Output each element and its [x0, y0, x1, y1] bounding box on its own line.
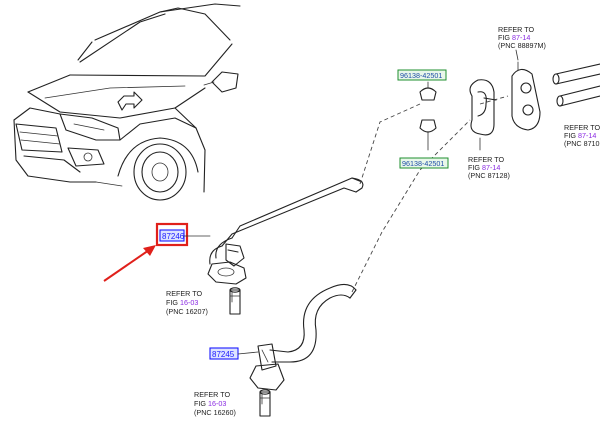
grommet [469, 79, 497, 151]
hose-87246 [207, 177, 364, 285]
svg-text:REFER TO: REFER TO [564, 123, 600, 132]
svg-text:REFER TO: REFER TO [498, 25, 534, 34]
highlight-box [155, 222, 189, 247]
ref-grommet[interactable]: REFER TO FIG 87-14 (PNC 87128) [468, 155, 510, 180]
svg-text:FIG 16-03: FIG 16-03 [194, 399, 226, 408]
callout-87245[interactable]: 87245 [209, 347, 259, 360]
leader-lines [351, 95, 509, 293]
lower-port [259, 389, 271, 417]
svg-text:(PNC 87128): (PNC 87128) [468, 171, 510, 180]
upper-left-port [229, 287, 241, 315]
red-arrow-icon [103, 245, 156, 282]
ref-lower-port[interactable]: REFER TO FIG 16-03 (PNC 16260) [194, 390, 236, 417]
svg-text:REFER TO: REFER TO [468, 155, 504, 164]
svg-text:(PNC 16207): (PNC 16207) [166, 307, 208, 316]
ref-top-right-valve[interactable]: REFER TO FIG 87-14 (PNC 88897M) [498, 25, 546, 50]
pnc-box-87245 [209, 347, 239, 360]
callout-87246[interactable]: 87246 [155, 222, 211, 247]
svg-text:FIG 16-03: FIG 16-03 [166, 298, 198, 307]
valve-block [511, 61, 541, 131]
svg-text:FIG 87-14: FIG 87-14 [564, 131, 596, 140]
svg-text:(PNC 16260): (PNC 16260) [194, 408, 236, 417]
pnc-label-87246: 87246 [162, 232, 185, 241]
svg-text:FIG 87-14: FIG 87-14 [498, 33, 530, 42]
clip [419, 81, 437, 151]
svg-text:96138-42501: 96138-42501 [400, 71, 442, 80]
vehicle-illustration [13, 3, 241, 201]
far-right-pipes [552, 63, 600, 107]
pnc-label-87245: 87245 [212, 350, 235, 359]
clip-callout-upper[interactable]: 96138-42501 [397, 69, 447, 81]
svg-text:REFER TO: REFER TO [194, 390, 230, 399]
clip-callout-lower[interactable]: 96138-42501 [399, 157, 449, 169]
svg-text:(PNC 88897M): (PNC 88897M) [498, 41, 546, 50]
pnc-box-87246 [159, 229, 185, 242]
svg-text:FIG 87-14: FIG 87-14 [468, 163, 500, 172]
svg-text:(PNC 8710: (PNC 8710 [564, 139, 600, 148]
svg-text:REFER TO: REFER TO [166, 289, 202, 298]
svg-text:96138-42501: 96138-42501 [402, 159, 444, 168]
hose-87245 [249, 283, 357, 391]
ref-far-right[interactable]: REFER TO FIG 87-14 (PNC 8710 [564, 123, 600, 148]
ref-upper-left-port[interactable]: REFER TO FIG 16-03 (PNC 16207) [166, 289, 208, 316]
